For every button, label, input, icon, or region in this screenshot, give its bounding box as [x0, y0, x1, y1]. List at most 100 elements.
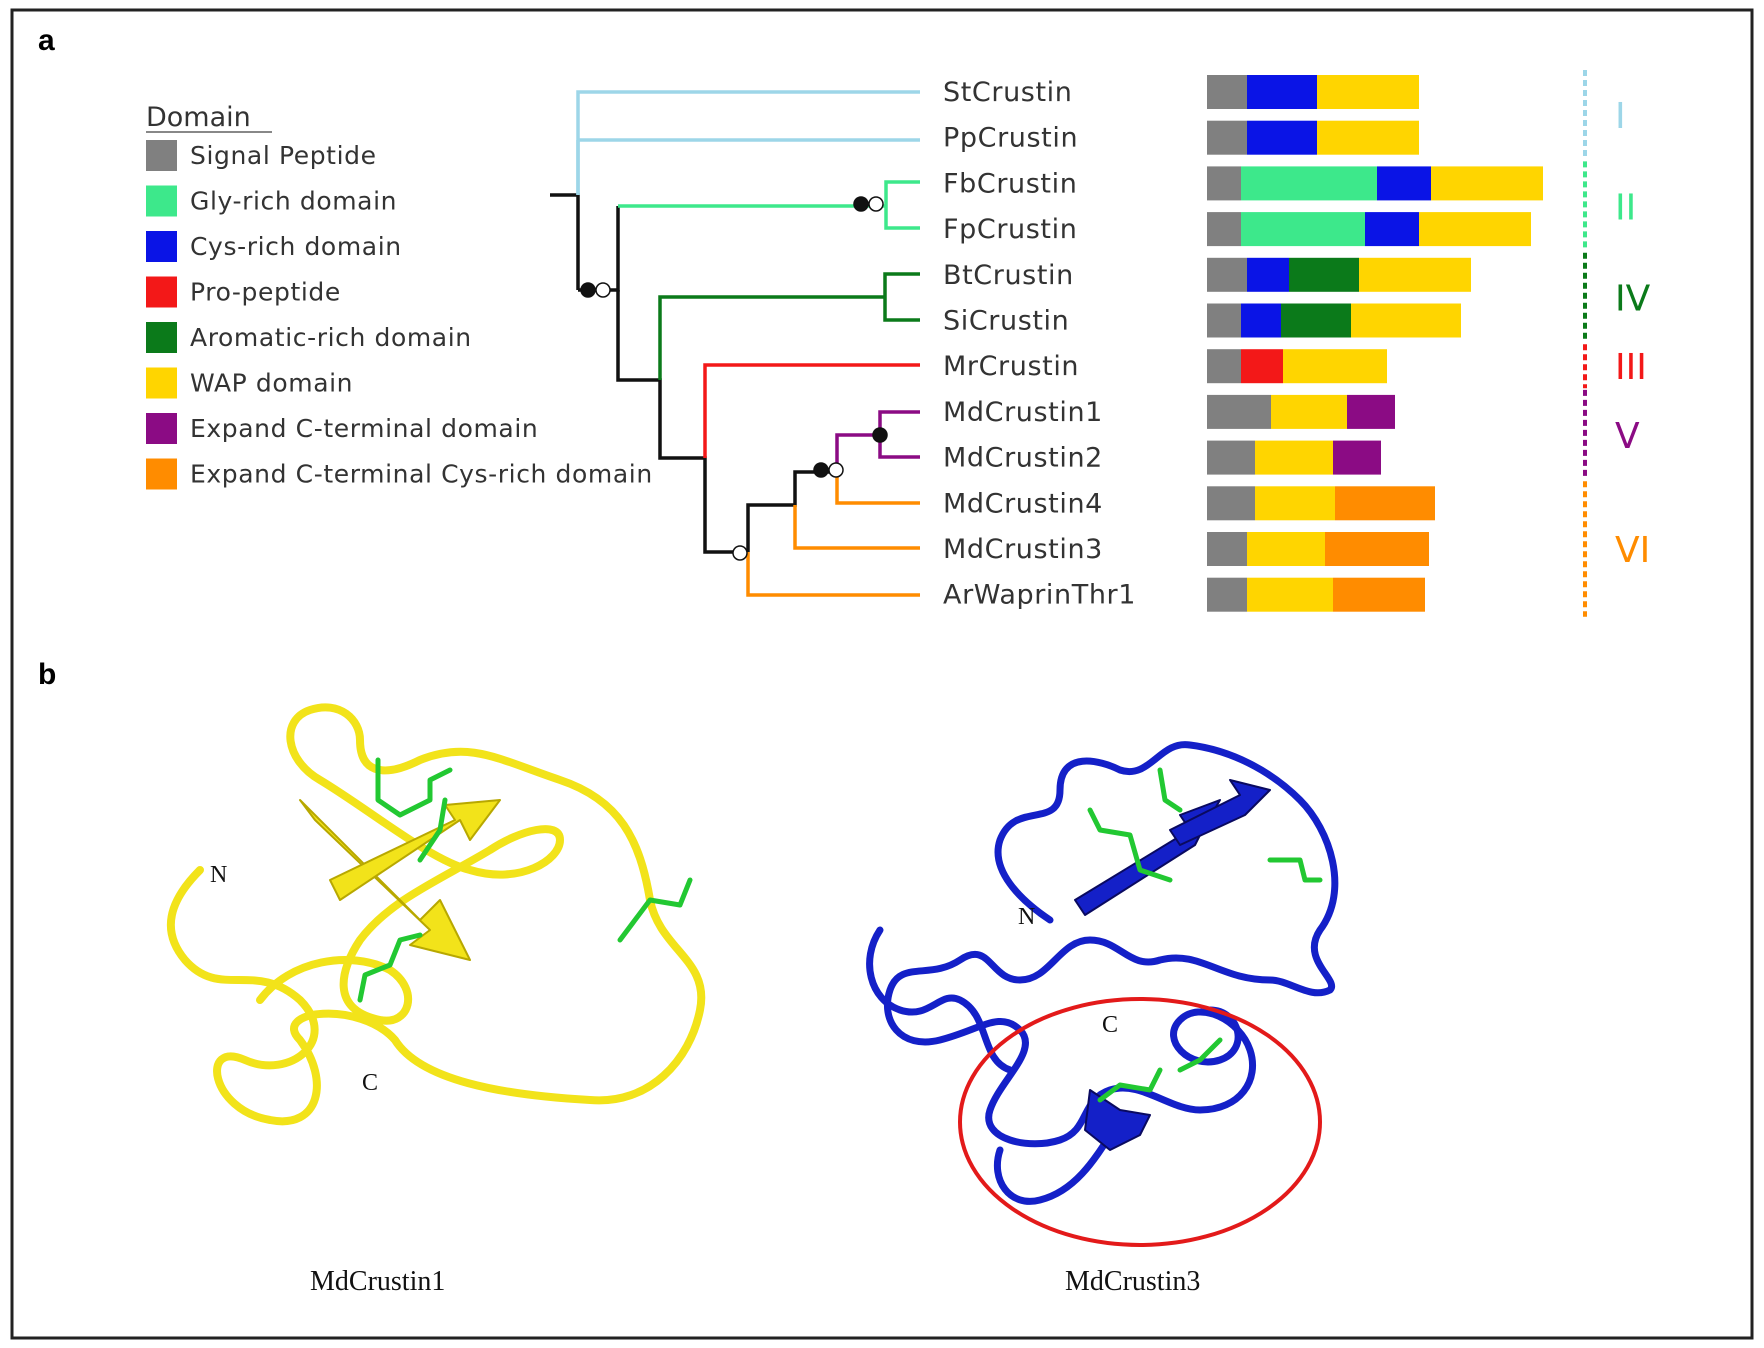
- taxon-row: MdCrustin2: [943, 440, 1381, 475]
- clade-label: IV: [1615, 279, 1651, 320]
- domain-segment-cys: [1377, 166, 1431, 201]
- legend-label: Cys-rich domain: [190, 232, 402, 261]
- legend-label: Pro-peptide: [190, 278, 341, 307]
- support-open-dot: [595, 282, 611, 298]
- beta-strand-arrow: [329, 799, 501, 901]
- domain-segment-signal: [1207, 577, 1247, 612]
- domain-segment-wap: [1247, 532, 1325, 566]
- support-open-dot: [868, 196, 884, 212]
- taxon-row: FpCrustin: [943, 212, 1531, 247]
- taxon-label: SiCrustin: [943, 306, 1069, 337]
- taxon-row: BtCrustin: [943, 257, 1471, 292]
- domain-segment-cys: [1365, 212, 1419, 247]
- taxon-row: MrCrustin: [943, 349, 1387, 384]
- legend-swatch: [146, 231, 177, 262]
- domain-segment-wap: [1351, 303, 1461, 338]
- domain-segment-wap: [1359, 257, 1471, 292]
- legend-item: Gly-rich domain: [146, 185, 397, 217]
- disulfide-bond: [617, 877, 693, 943]
- disulfide-bond: [1087, 807, 1173, 883]
- domain-segment-wap: [1271, 394, 1347, 429]
- taxon-row: FbCrustin: [943, 166, 1543, 201]
- clade-label: II: [1615, 187, 1636, 228]
- taxon-label: MdCrustin3: [943, 534, 1103, 565]
- legend-swatch: [146, 458, 177, 490]
- support-filled-dot: [872, 427, 888, 443]
- domain-segment-signal: [1207, 394, 1271, 429]
- highlight-ellipse: [958, 997, 1322, 1247]
- domain-segment-expccys: [1325, 532, 1429, 566]
- taxon-row: MdCrustin4: [943, 486, 1435, 521]
- domain-segment-signal: [1207, 212, 1241, 247]
- domain-segment-signal: [1207, 257, 1247, 292]
- structure-mdcrustin3: [866, 741, 1339, 1205]
- panel-letter-a: a: [38, 24, 55, 57]
- legend-item: Cys-rich domain: [146, 231, 402, 262]
- domain-segment-cys: [1247, 120, 1317, 155]
- domain-segment-signal: [1207, 166, 1241, 201]
- taxon-label: FpCrustin: [943, 214, 1077, 245]
- taxon-label: ArWaprinThr1: [943, 580, 1136, 611]
- disulfide-bond: [1177, 1037, 1223, 1073]
- taxon-label: FbCrustin: [943, 168, 1077, 199]
- domain-segment-signal: [1207, 532, 1247, 566]
- backbone-ribbon: [883, 741, 1339, 1148]
- domain-segment-wap: [1255, 440, 1333, 475]
- structure-name-left: MdCrustin1: [310, 1266, 445, 1297]
- domain-segment-aromatic: [1281, 303, 1351, 338]
- support-filled-dot: [580, 282, 596, 298]
- legend-item: Aromatic-rich domain: [146, 322, 471, 353]
- domain-segment-signal: [1207, 349, 1241, 384]
- taxon-label: PpCrustin: [943, 123, 1078, 154]
- domain-segment-wap: [1317, 120, 1419, 155]
- c-terminus-label: C: [362, 1070, 378, 1096]
- domain-segment-signal: [1207, 120, 1247, 155]
- disulfide-bond: [1097, 1067, 1163, 1103]
- taxon-label: MdCrustin2: [943, 443, 1103, 474]
- domain-segment-expc: [1347, 394, 1395, 429]
- domain-segment-gly: [1241, 166, 1377, 201]
- backbone-ribbon: [166, 703, 706, 1126]
- domain-segment-propep: [1241, 349, 1283, 384]
- disulfide-bond: [1157, 767, 1183, 813]
- domain-segment-wap: [1317, 75, 1419, 109]
- domain-segment-wap: [1255, 486, 1335, 521]
- taxon-row: StCrustin: [943, 75, 1419, 109]
- support-open-dot: [828, 462, 844, 478]
- disulfide-bond: [417, 797, 448, 863]
- legend-swatch: [146, 413, 177, 444]
- clade-label: III: [1615, 347, 1647, 388]
- node-support-markers: [580, 196, 888, 561]
- structure-name-right: MdCrustin3: [1065, 1266, 1200, 1297]
- clade-label: I: [1615, 96, 1626, 137]
- taxon-row: ArWaprinThr1: [943, 577, 1425, 612]
- structure-mdcrustin1: [166, 703, 706, 1126]
- legend-swatch: [146, 185, 177, 217]
- panel-letter-b: b: [38, 658, 56, 691]
- legend-label: Expand C-terminal domain: [190, 414, 538, 443]
- legend-label: WAP domain: [190, 369, 353, 398]
- support-open-dot: [732, 545, 748, 561]
- taxon-label: MdCrustin4: [943, 488, 1103, 519]
- disulfide-bond: [1267, 857, 1323, 883]
- legend-label: Gly-rich domain: [190, 187, 397, 216]
- legend-swatch: [146, 367, 177, 399]
- legend-item: WAP domain: [146, 367, 353, 399]
- taxon-label: MrCrustin: [943, 351, 1079, 382]
- legend-label: Signal Peptide: [190, 141, 377, 170]
- domain-segment-expccys: [1333, 577, 1425, 612]
- disulfide-bond: [375, 757, 453, 818]
- n-terminus-label: N: [1018, 904, 1035, 930]
- taxon-row: MdCrustin1: [943, 394, 1395, 429]
- taxa: StCrustinPpCrustinFbCrustinFpCrustinBtCr…: [943, 75, 1543, 612]
- legend-label: Expand C-terminal Cys-rich domain: [190, 460, 653, 489]
- domain-segment-cys: [1247, 75, 1317, 109]
- domain-segment-cys: [1247, 257, 1289, 292]
- beta-strand-arrow: [1169, 779, 1271, 846]
- legend-item: Pro-peptide: [146, 276, 341, 308]
- legend-swatch: [146, 322, 177, 353]
- taxon-row: MdCrustin3: [943, 532, 1429, 566]
- domain-segment-aromatic: [1289, 257, 1359, 292]
